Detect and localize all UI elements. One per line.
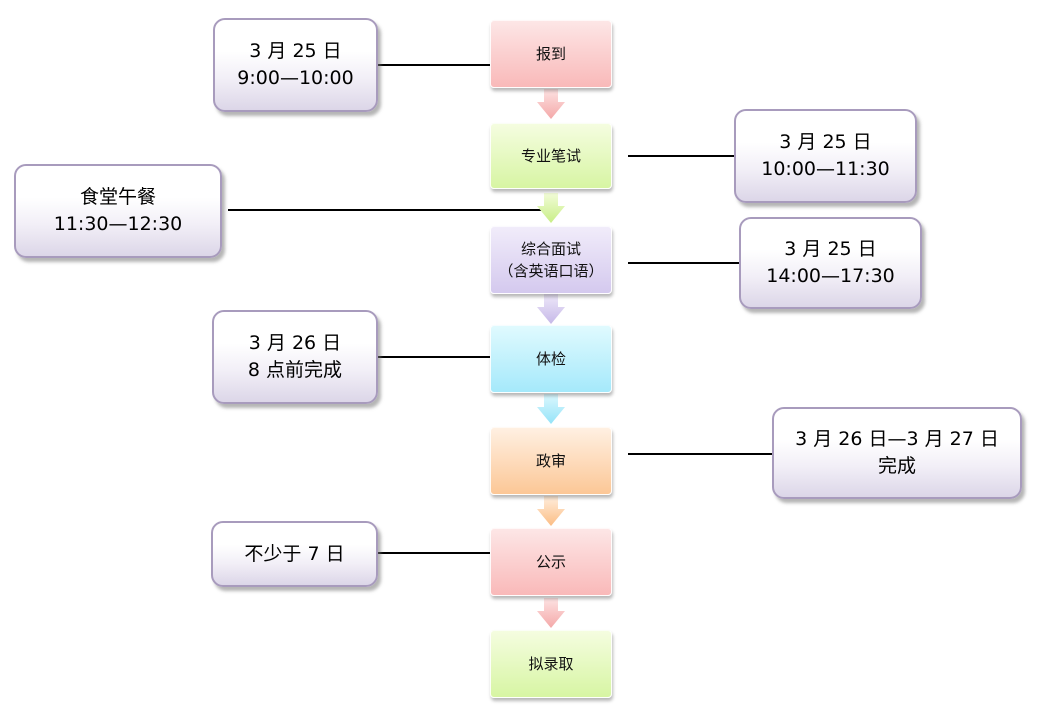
connector-physical-exam-note	[378, 356, 490, 358]
note-interview-hours: 14:00—17:30	[766, 265, 895, 287]
step-publicity-label: 公示	[535, 553, 566, 571]
note-publicity-days: 不少于 7 日	[244, 542, 345, 565]
step-publicity: 公示	[490, 528, 612, 596]
note-physical-exam-date: 3 月 26 日	[248, 332, 342, 354]
connector-interview-note	[628, 262, 740, 264]
down-arrow-icon	[537, 496, 565, 526]
note-register-hours: 9:00—10:00	[237, 67, 354, 89]
step-interview: 综合面试 （含英语口语）	[490, 226, 612, 294]
note-political-review-dates: 3 月 26 日—3 月 27 日	[795, 428, 999, 450]
note-interview-time: 3 月 25 日 14:00—17:30	[739, 217, 922, 309]
connector-political-review-note	[628, 453, 773, 455]
note-lunch-hours: 11:30—12:30	[53, 213, 183, 235]
down-arrow-icon	[537, 598, 565, 628]
note-register-time: 3 月 25 日 9:00—10:00	[213, 18, 378, 112]
note-interview-date: 3 月 25 日	[784, 238, 877, 260]
step-interview-label: 综合面试	[520, 240, 581, 258]
note-register-date: 3 月 25 日	[249, 40, 342, 62]
step-interview-sublabel: （含英语口语）	[498, 262, 604, 280]
note-lunch-label: 食堂午餐	[79, 186, 156, 208]
step-register-label: 报到	[535, 45, 566, 63]
step-political-review: 政审	[490, 427, 612, 495]
connector-lunch-note	[228, 209, 550, 211]
note-political-review-time: 3 月 26 日—3 月 27 日 完成	[772, 407, 1022, 499]
connector-register-note	[378, 64, 490, 66]
down-arrow-icon	[537, 294, 565, 324]
step-political-review-label: 政审	[535, 452, 566, 470]
step-admission-label: 拟录取	[528, 655, 574, 673]
down-arrow-icon	[537, 394, 565, 424]
step-written-test-label: 专业笔试	[520, 147, 581, 165]
note-written-test-date: 3 月 25 日	[779, 131, 872, 153]
note-physical-exam-deadline: 8 点前完成	[247, 359, 343, 381]
connector-publicity-note	[378, 552, 490, 554]
note-physical-exam-time: 3 月 26 日 8 点前完成	[212, 310, 378, 404]
note-written-test-hours: 10:00—11:30	[761, 158, 890, 180]
connector-written-test-note	[628, 155, 736, 157]
step-admission: 拟录取	[490, 630, 612, 698]
step-physical-exam: 体检	[490, 325, 612, 393]
note-political-review-status: 完成	[877, 455, 916, 477]
step-physical-exam-label: 体检	[535, 350, 566, 368]
step-written-test: 专业笔试	[490, 123, 612, 189]
down-arrow-icon	[537, 193, 565, 223]
note-lunch-time: 食堂午餐 11:30—12:30	[14, 164, 222, 258]
step-register: 报到	[490, 20, 612, 88]
note-written-test-time: 3 月 25 日 10:00—11:30	[734, 109, 917, 203]
note-publicity-duration: 不少于 7 日	[211, 521, 378, 587]
down-arrow-icon	[537, 89, 565, 119]
